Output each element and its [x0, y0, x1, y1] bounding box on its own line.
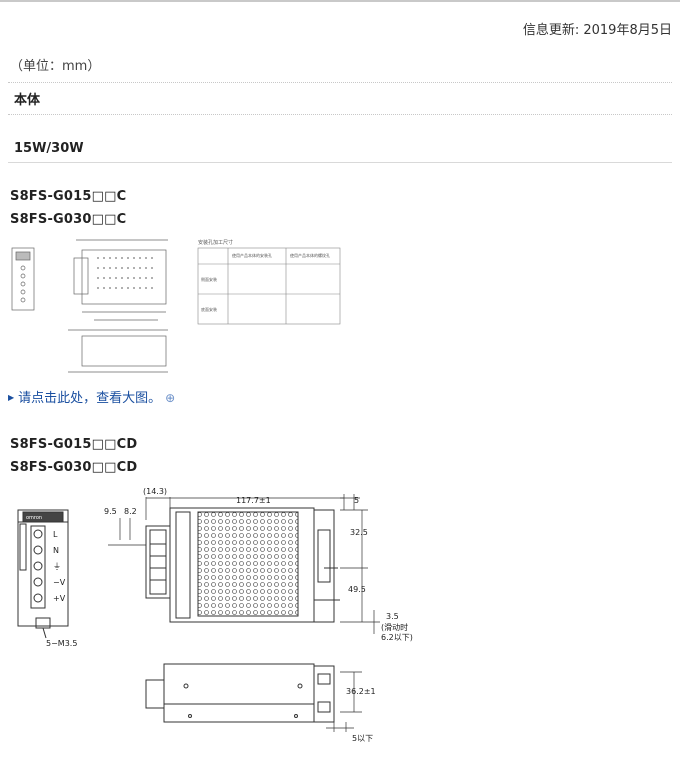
dimension-label: 117.7±1: [236, 496, 271, 505]
terminal-label: ⏚: [53, 562, 61, 571]
dimension-label: 36.2±1: [346, 687, 376, 696]
divider: [8, 162, 672, 163]
triangle-icon: ▶: [8, 393, 15, 402]
table-row-label: 底面安装: [201, 306, 217, 312]
dimension-label: 9.5: [104, 507, 117, 516]
unit-note: （单位：mm）: [10, 59, 101, 74]
dimension-label: 8.2: [124, 507, 137, 516]
side-view: [145, 507, 340, 623]
bottom-view: [145, 663, 335, 723]
dimension-label: 5: [354, 496, 359, 505]
table-title: 安装孔加工尺寸: [198, 239, 233, 246]
model-name: S8FS-G015□□CD: [10, 437, 138, 452]
section-title: 本体: [14, 93, 41, 108]
dimension-drawing: omron L N ⏚ −V +V 5−M3.5: [17, 487, 413, 743]
model-name: S8FS-G030□□CD: [10, 460, 138, 475]
dimension-note: 6.2以下): [381, 633, 413, 642]
magnify-icon: ⊕: [165, 391, 176, 405]
subsection-title: 15W/30W: [14, 141, 84, 156]
terminal-label: N: [53, 546, 59, 555]
terminal-label: +V: [53, 594, 66, 603]
screw-label: 5−M3.5: [46, 639, 77, 648]
table-row-label: 侧面安装: [201, 276, 217, 282]
view-large-image-link[interactable]: ▶请点击此处，查看大图。⊕: [8, 387, 175, 406]
model-name: S8FS-G015□□C: [10, 189, 127, 204]
dimension-label: (14.3): [143, 487, 167, 496]
link-label: 请点击此处，查看大图。: [18, 391, 162, 406]
divider: [8, 114, 672, 115]
divider: [8, 82, 672, 83]
brand-logo: omron: [26, 515, 42, 521]
dimension-label: 3.5: [386, 612, 399, 621]
model-name: S8FS-G030□□C: [10, 212, 127, 227]
dimension-label: 32.5: [350, 528, 368, 537]
table-header: 使用产品本体的安装孔: [232, 252, 272, 258]
dimension-label: 5以下: [352, 734, 373, 743]
front-view: [17, 509, 69, 639]
dimension-label: 49.5: [348, 585, 366, 594]
dimension-note: (滑动时: [381, 622, 408, 632]
terminal-label: −V: [53, 578, 66, 587]
top-border: [0, 0, 680, 2]
dimension-drawing-thumbnail[interactable]: 安装孔加工尺寸 使用产品本体的安装孔 使用产品本体的螺纹孔 侧面安装 底面安装: [8, 238, 348, 378]
update-date: 信息更新: 2019年8月5日: [522, 23, 672, 38]
terminal-label: L: [53, 530, 58, 539]
table-header: 使用产品本体的螺纹孔: [290, 252, 330, 258]
